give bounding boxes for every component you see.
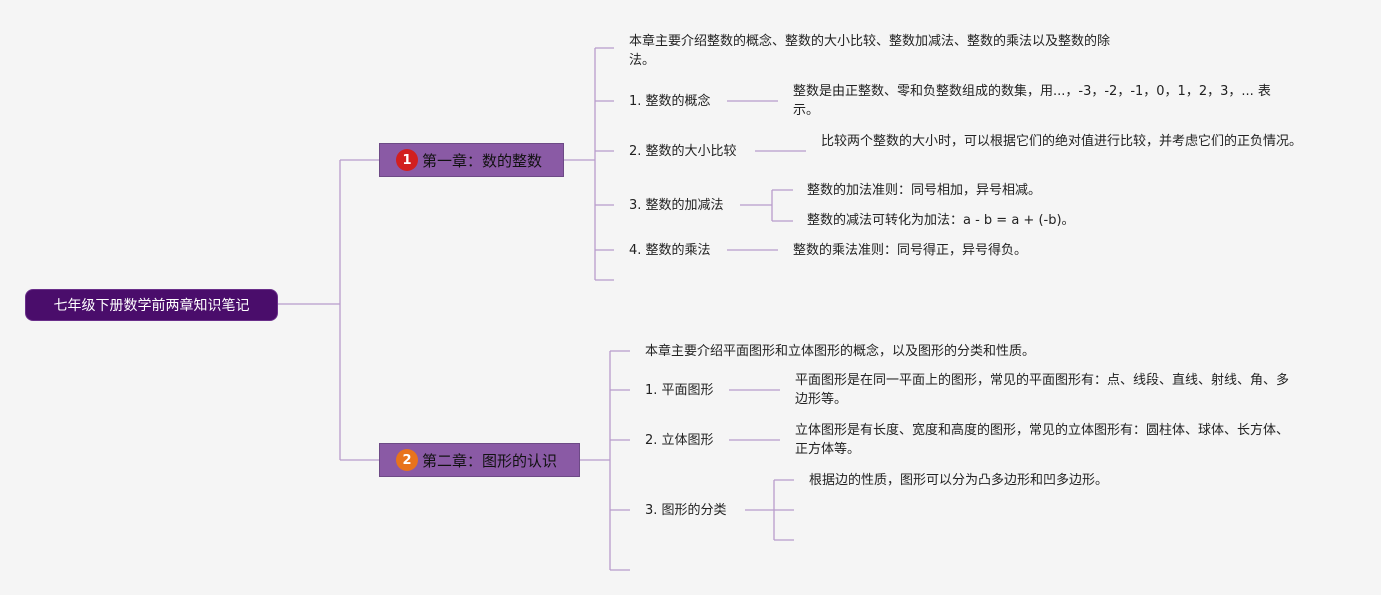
chapter-2-topic-1-note[interactable]: 平面图形是在同一平面上的图形，常见的平面图形有：点、线段、直线、射线、角、多边形… [795,373,1290,407]
chapter-1-topic-1[interactable]: 1. 整数的概念 [629,94,711,109]
root-title: 七年级下册数学前两章知识笔记 [53,298,250,314]
chapter-2-topic-3-note[interactable]: 根据边的性质，图形可以分为凸多边形和凹多边形。 [809,473,1109,488]
chapter-2-topic-2-note[interactable]: 立体图形是有长度、宽度和高度的图形，常见的立体图形有：圆柱体、球体、长方体、正方… [795,423,1290,457]
chapter-1-topic-2-note[interactable]: 比较两个整数的大小时，可以根据它们的绝对值进行比较，并考虑它们的正负情况。 [821,134,1303,149]
chapter-1-intro[interactable]: 本章主要介绍整数的概念、整数的大小比较、整数加减法、整数的乘法以及整数的除法。 [629,34,1111,68]
chapter-2-title: 第二章：图形的认识 [422,451,558,470]
chapter-1-badge: 1 [396,149,418,171]
chapter-2-topic-3[interactable]: 3. 图形的分类 [645,503,727,518]
chapter-2-node[interactable]: 2 第二章：图形的认识 [379,443,580,477]
chapter-2-badge: 2 [396,449,418,471]
chapter-1-topic-4[interactable]: 4. 整数的乘法 [629,243,711,258]
chapter-2-topic-2[interactable]: 2. 立体图形 [645,433,714,448]
chapter-1-node[interactable]: 1 第一章：数的整数 [379,143,564,177]
chapter-1-title: 第一章：数的整数 [422,151,543,170]
chapter-1-topic-1-note[interactable]: 整数是由正整数、零和负整数组成的数集，用...，-3，-2，-1，0，1，2，3… [793,84,1271,118]
chapter-1-topic-4-note[interactable]: 整数的乘法准则：同号得正，异号得负。 [793,243,1028,258]
chapter-1-topic-2[interactable]: 2. 整数的大小比较 [629,144,737,159]
chapter-1-topic-3-note-2[interactable]: 整数的减法可转化为加法：a - b = a + (-b)。 [807,213,1075,228]
chapter-1-topic-3[interactable]: 3. 整数的加减法 [629,198,724,213]
chapter-1-topic-3-note-1[interactable]: 整数的加法准则：同号相加，异号相减。 [807,183,1042,198]
root-node[interactable]: 七年级下册数学前两章知识笔记 [25,289,278,321]
chapter-2-topic-1[interactable]: 1. 平面图形 [645,383,714,398]
chapter-2-intro[interactable]: 本章主要介绍平面图形和立体图形的概念，以及图形的分类和性质。 [645,344,1036,359]
